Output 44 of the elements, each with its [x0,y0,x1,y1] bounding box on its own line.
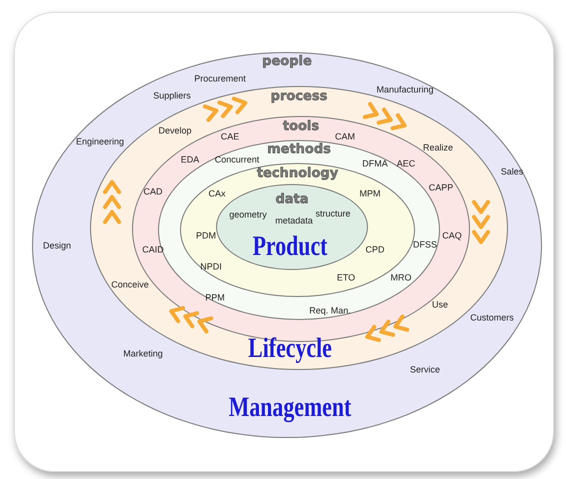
term-label: Service [410,366,440,374]
term-label: Sales [500,168,524,176]
term-label: Engineering [76,138,124,146]
title-word: Lifecycle [248,335,332,363]
term-label: Suppliers [153,92,191,100]
ring-heading: data [275,193,309,206]
ring-heading: methods [267,143,331,156]
ring-heading: process [270,90,328,103]
term-label: DFSS [413,240,437,250]
term-label: geometry [229,210,267,220]
term-label: MPM [360,190,380,198]
term-label: DFMA [362,160,388,168]
term-label: Marketing [123,350,163,358]
term-label: CAPP [428,184,454,192]
term-label: Conceive [111,280,149,290]
term-label: structure [316,210,350,218]
term-label: PPM [205,294,225,302]
term-label: CPD [366,246,384,254]
term-label: metadata [275,216,313,226]
title-word: Product [252,233,328,261]
term-label: Customers [470,314,514,322]
term-label: Procurement [194,74,246,84]
term-label: MRO [390,274,412,282]
term-label: CAM [335,132,355,142]
term-label: AEC [396,160,416,168]
term-label: Use [432,300,448,310]
term-label: ETO [336,274,356,282]
term-label: CAx [208,190,226,198]
term-label: Concurrent [214,156,260,164]
term-label: Develop [158,126,192,136]
ring-heading: tools [282,120,320,133]
term-label: CAE [220,132,240,142]
term-label: EDA [180,156,200,164]
ring-heading: people [262,55,312,68]
term-label: Realize [423,144,453,152]
term-label: NPDI [200,262,222,272]
term-label: Req. Man. [309,306,351,316]
term-label: Design [43,242,71,250]
ring-heading: technology [256,167,338,180]
term-label: CAQ [442,232,462,240]
term-label: Manufacturing [376,86,434,94]
term-label: PDM [196,232,216,240]
term-label: CAD [144,188,162,196]
title-word: Management [228,394,352,422]
